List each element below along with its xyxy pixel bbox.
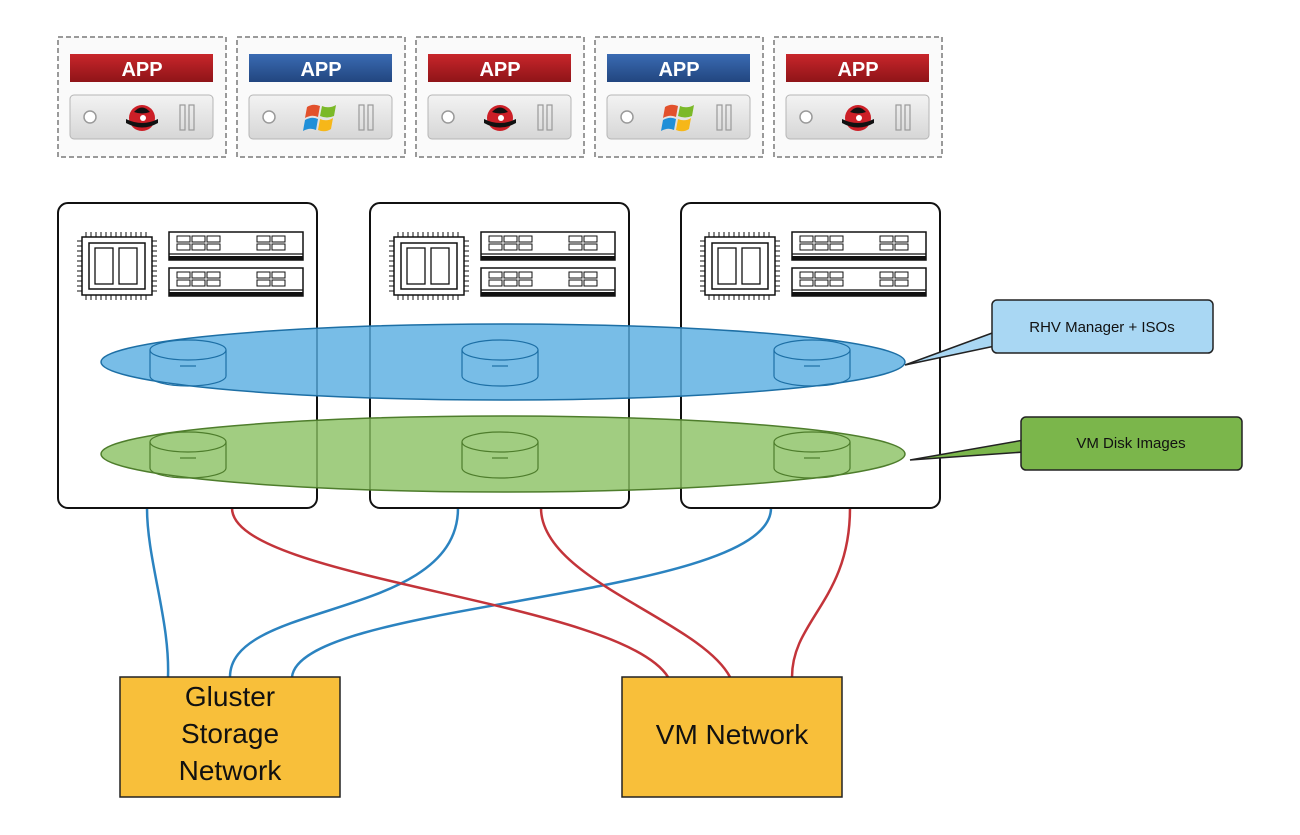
power-icon xyxy=(83,110,97,124)
volume-band xyxy=(100,323,906,401)
vm-network-link xyxy=(230,507,670,678)
vm-network-box xyxy=(621,676,843,798)
gluster-storage-network: Gluster Storage Network xyxy=(119,676,341,798)
power-icon xyxy=(799,110,813,124)
power-icon xyxy=(262,110,276,124)
disk-icon xyxy=(461,339,539,387)
app-label: APP xyxy=(300,59,341,81)
gluster-label-line-1: Gluster xyxy=(185,681,275,712)
callout-box xyxy=(1020,416,1243,471)
storage-link xyxy=(290,507,773,678)
memory-icon xyxy=(791,267,927,297)
disk-icon xyxy=(773,339,851,387)
redhat-icon xyxy=(484,105,516,131)
vm-card: APP xyxy=(236,36,406,158)
app-banner xyxy=(786,54,929,82)
app-label: APP xyxy=(658,59,699,81)
vm-card: APP xyxy=(415,36,585,158)
vm-disk-images-volume xyxy=(100,415,906,493)
rhv-manager-volume xyxy=(100,323,906,401)
vm-network-link xyxy=(539,507,732,678)
cpu-icon xyxy=(77,232,157,300)
power-icon xyxy=(620,110,634,124)
vm-tray xyxy=(606,94,751,140)
memory-icon xyxy=(480,231,616,261)
network-links xyxy=(145,507,852,678)
storage-link xyxy=(145,507,170,678)
gluster-label-line-2: Storage xyxy=(181,718,279,749)
vm-disk-images-callout: VM Disk Images xyxy=(909,416,1243,471)
vm-tray xyxy=(248,94,393,140)
disk-icon xyxy=(773,431,851,479)
vm-card: APP xyxy=(594,36,764,158)
memory-icon xyxy=(480,267,616,297)
app-label: APP xyxy=(837,59,878,81)
disk-icon xyxy=(461,431,539,479)
vm-network-link xyxy=(790,507,852,678)
drive-bay-icon xyxy=(895,104,911,131)
app-banner xyxy=(428,54,571,82)
drive-bay-icon xyxy=(537,104,553,131)
callout-text: RHV Manager + ISOs xyxy=(1029,319,1174,336)
memory-icon xyxy=(168,231,304,261)
windows-icon xyxy=(661,104,694,132)
cpu-icon xyxy=(700,232,780,300)
app-banner xyxy=(70,54,213,82)
windows-icon xyxy=(303,104,336,132)
drive-bay-icon xyxy=(179,104,195,131)
storage-link xyxy=(228,507,460,678)
disk-icon xyxy=(149,431,227,479)
gluster-volumes: RHV Manager + ISOs VM Disk Images xyxy=(100,299,1243,493)
app-banner xyxy=(249,54,392,82)
callout-box xyxy=(991,299,1214,354)
networks: Gluster Storage Network VM Network xyxy=(119,676,843,798)
cpu-icon xyxy=(389,232,469,300)
app-label: APP xyxy=(121,59,162,81)
vm-row: APP APP APP APP APP xyxy=(57,36,943,158)
disk-icon xyxy=(149,339,227,387)
drive-bay-icon xyxy=(358,104,374,131)
gluster-label-line-3: Network xyxy=(179,755,283,786)
vm-network: VM Network xyxy=(621,676,843,798)
memory-icon xyxy=(168,267,304,297)
app-banner xyxy=(607,54,750,82)
volume-band xyxy=(100,415,906,493)
app-label: APP xyxy=(479,59,520,81)
vm-network-label: VM Network xyxy=(656,719,809,750)
redhat-icon xyxy=(842,105,874,131)
redhat-icon xyxy=(126,105,158,131)
gluster-network-box xyxy=(119,676,341,798)
power-icon xyxy=(441,110,455,124)
vm-card: APP xyxy=(773,36,943,158)
rhv-manager-callout: RHV Manager + ISOs xyxy=(904,299,1214,366)
memory-icon xyxy=(791,231,927,261)
callout-text: VM Disk Images xyxy=(1076,435,1185,452)
vm-card: APP xyxy=(57,36,227,158)
drive-bay-icon xyxy=(716,104,732,131)
